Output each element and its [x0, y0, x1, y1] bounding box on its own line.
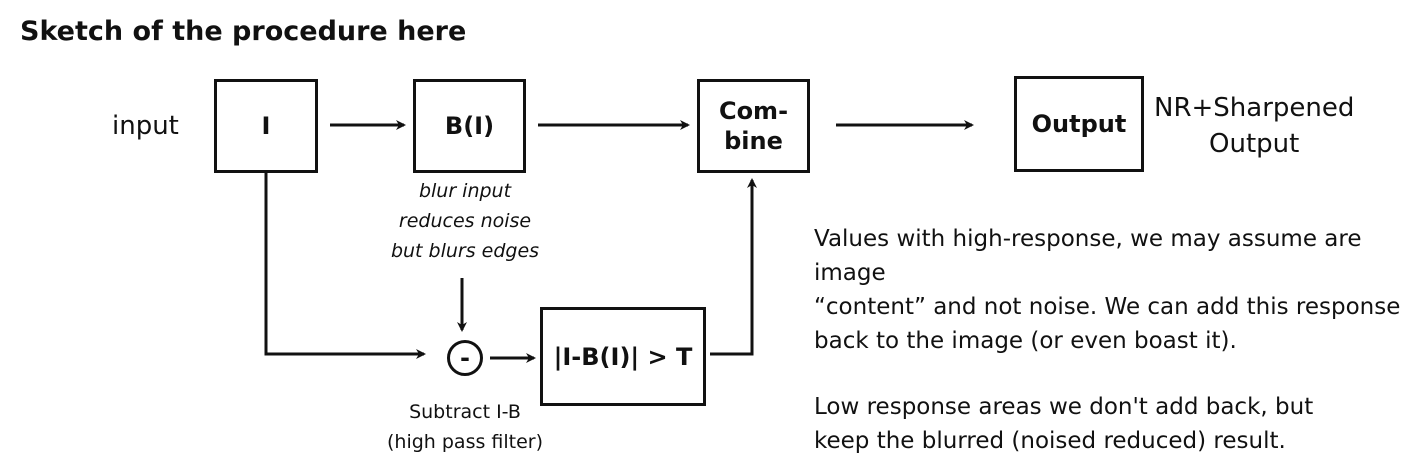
combine-box: Com- bine	[697, 79, 810, 173]
blur-note-line-1: blur input	[418, 180, 512, 202]
subtract-note-line-1: Subtract I-B	[409, 401, 521, 423]
output-caption-line-1: NR+Sharpened	[1154, 93, 1355, 123]
combine-line-1: Com-	[718, 97, 789, 125]
page-title: Sketch of the procedure here	[20, 16, 467, 47]
explanation-p1-line-2: “content” and not noise. We can add this…	[814, 294, 1401, 320]
input-label: input	[112, 111, 179, 141]
blur-note-line-3: but blurs edges	[390, 240, 540, 262]
explanation-p2-line-1: Low response areas we don't add back, bu…	[814, 394, 1314, 420]
subtract-node: -	[447, 340, 483, 376]
threshold-box: |I-B(I)| > T	[540, 307, 706, 406]
explanation-p1-line-1: Values with high-response, we may assume…	[814, 226, 1362, 286]
explanation-p2-line-2: keep the blurred (noised reduced) result…	[814, 428, 1286, 454]
blur-box: B(I)	[413, 79, 526, 173]
input-box: I	[214, 79, 318, 173]
output-box: Output	[1014, 76, 1144, 172]
explanation-text: Values with high-response, we may assume…	[814, 222, 1420, 458]
arrow-threshold-to-combine	[710, 178, 757, 356]
combine-line-2: bine	[724, 127, 783, 155]
blur-note: blur input reduces noise but blurs edges	[380, 176, 550, 266]
output-caption-line-2: Output	[1209, 129, 1300, 159]
output-caption: NR+Sharpened Output	[1154, 90, 1354, 162]
blur-note-line-2: reduces noise	[398, 210, 532, 232]
explanation-p1-line-3: back to the image (or even boast it).	[814, 328, 1237, 354]
subtract-note: Subtract I-B (high pass filter)	[370, 397, 560, 457]
subtract-note-line-2: (high pass filter)	[386, 431, 544, 453]
arrow-i-to-subtract	[264, 172, 426, 359]
